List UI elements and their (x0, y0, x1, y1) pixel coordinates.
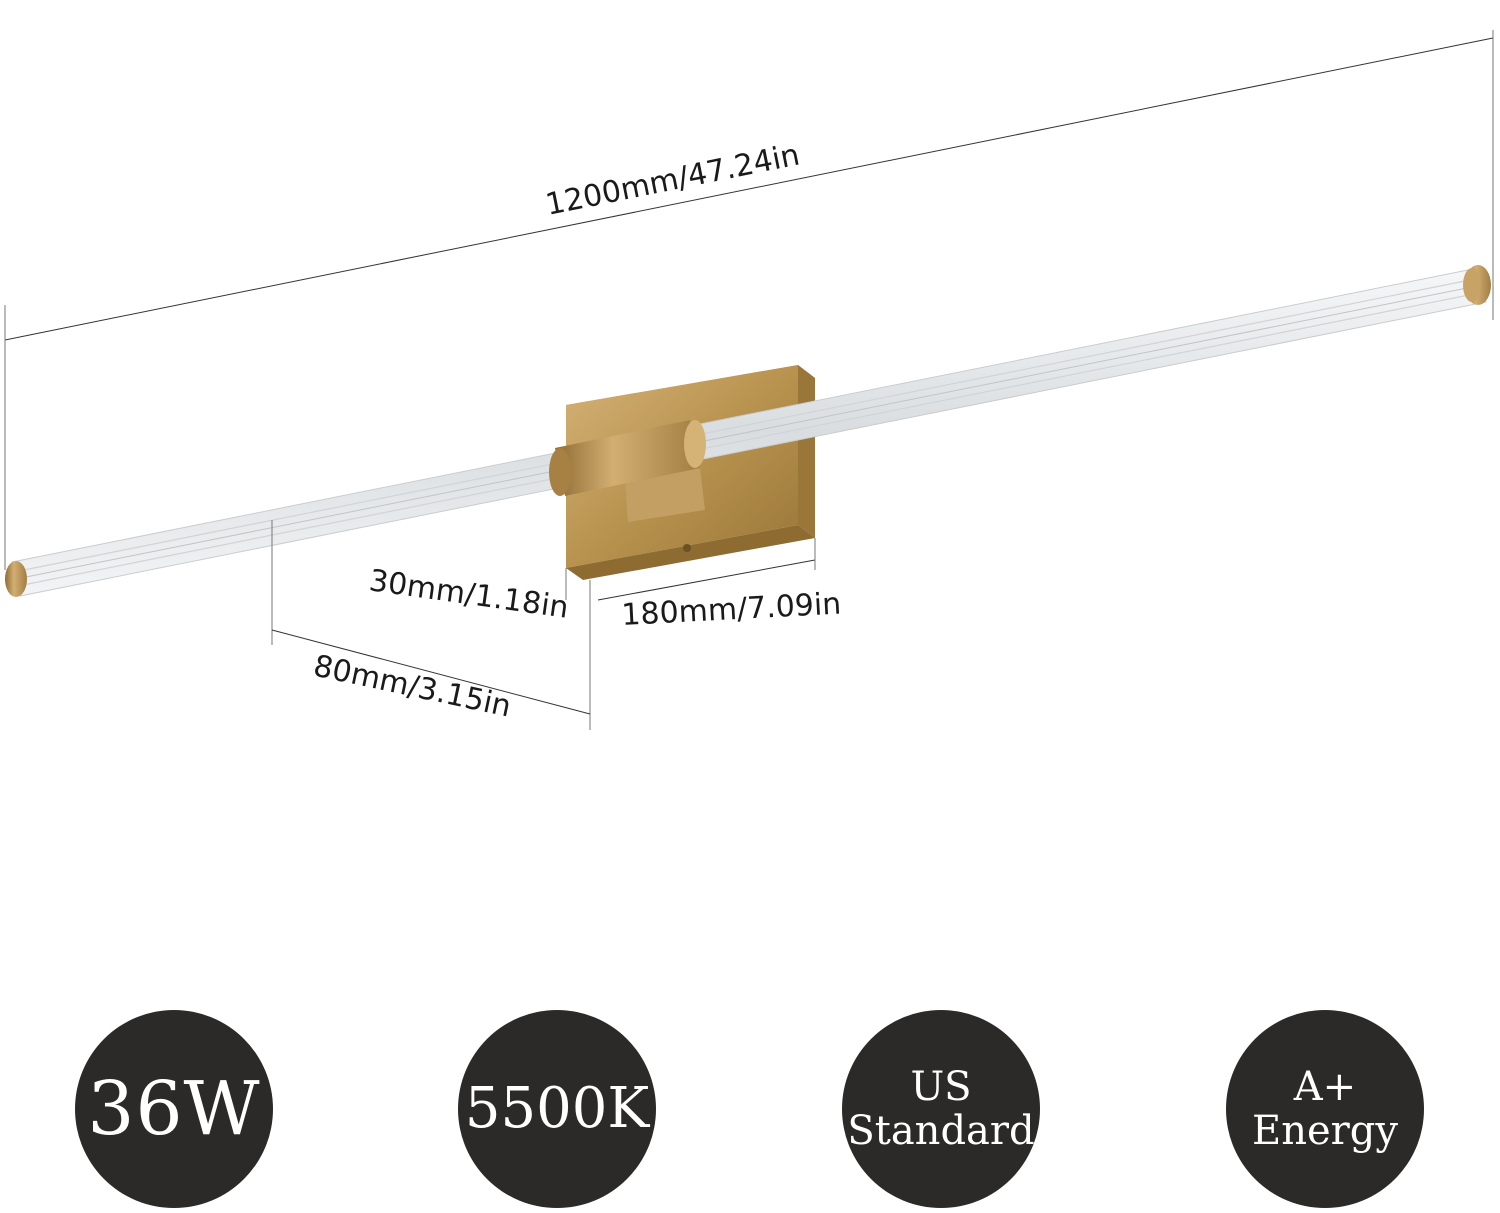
us-standard-badge: US Standard (842, 1010, 1040, 1208)
wattage-text: 36W (87, 1066, 261, 1152)
overall-length-label: 1200mm/47.24in (543, 138, 803, 223)
standard-text: Standard (847, 1108, 1035, 1154)
color-temperature-text: 5500K (464, 1076, 650, 1141)
tube-holder (549, 420, 706, 496)
backplate-width-label: 180mm/7.09in (621, 587, 842, 633)
projection-label: 80mm/3.15in (310, 649, 514, 725)
depth-label: 30mm/1.18in (367, 563, 571, 626)
left-end-cap (5, 561, 27, 597)
energy-grade-text: A+ (1293, 1064, 1357, 1110)
light-tube (5, 265, 1491, 597)
energy-rating-badge: A+ Energy (1226, 1010, 1424, 1208)
us-text: US (910, 1064, 972, 1110)
wattage-badge: 36W (75, 1010, 273, 1208)
color-temperature-badge: 5500K (458, 1010, 656, 1208)
energy-text: Energy (1252, 1108, 1398, 1154)
